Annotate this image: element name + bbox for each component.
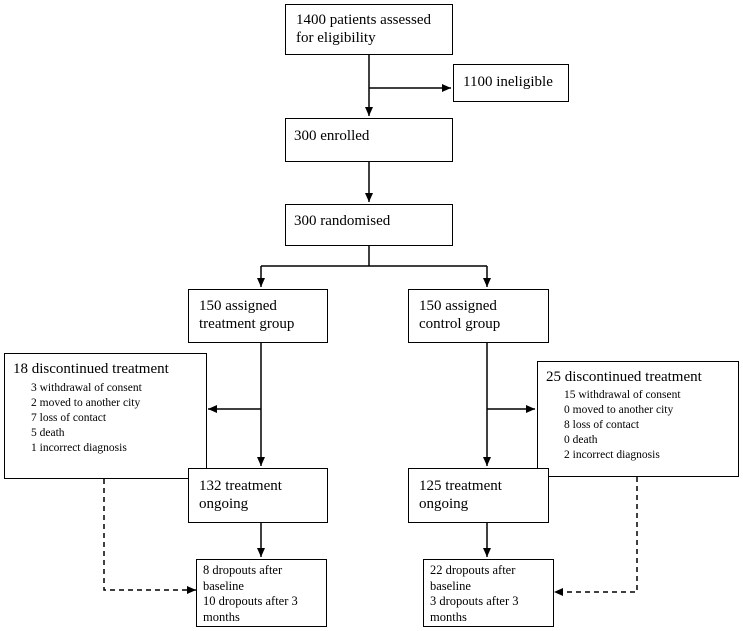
control-assigned-text: 150 assigned control group <box>419 298 501 332</box>
box-treatment-discontinued: 18 discontinued treatment 3 withdrawal o… <box>4 353 207 479</box>
control-ongoing-text: 125 treatment ongoing <box>419 478 502 512</box>
box-control-assigned: 150 assigned control group <box>408 289 549 343</box>
treatment-dropouts-text: 8 dropouts after baseline 10 dropouts af… <box>203 563 298 624</box>
box-enrolled: 300 enrolled <box>285 118 453 162</box>
treatment-disc-item: 7 loss of contact <box>31 412 107 424</box>
control-disc-item: 0 death <box>564 434 598 446</box>
box-treatment-dropouts: 8 dropouts after baseline 10 dropouts af… <box>196 559 327 627</box>
box-treatment-assigned: 150 assigned treatment group <box>188 289 328 343</box>
treatment-disc-item: 2 moved to another city <box>31 397 141 409</box>
dashed-treatment-disc-to-dropouts <box>103 479 196 594</box>
box-control-dropouts: 22 dropouts after baseline 3 dropouts af… <box>423 559 554 627</box>
box-treatment-ongoing: 132 treatment ongoing <box>188 468 328 523</box>
control-disc-item: 0 moved to another city <box>564 404 674 416</box>
control-disc-item: 15 withdrawal of consent <box>564 389 681 401</box>
dashed-control-disc-to-dropouts <box>554 477 638 596</box>
treatment-disc-item: 1 incorrect diagnosis <box>31 442 127 454</box>
box-control-discontinued: 25 discontinued treatment 15 withdrawal … <box>537 361 739 477</box>
control-dropouts-text: 22 dropouts after baseline 3 dropouts af… <box>430 563 519 624</box>
randomised-text: 300 randomised <box>294 213 391 229</box>
control-disc-item: 2 incorrect diagnosis <box>564 449 660 461</box>
box-control-ongoing: 125 treatment ongoing <box>408 468 549 523</box>
ineligible-text: 1100 ineligible <box>463 74 553 90</box>
assessed-text: 1400 patients assessed for eligibility <box>296 12 431 46</box>
box-assessed: 1400 patients assessed for eligibility <box>285 4 453 55</box>
enrolled-text: 300 enrolled <box>294 128 370 144</box>
treatment-assigned-text: 150 assigned treatment group <box>199 298 295 332</box>
treatment-disc-item: 5 death <box>31 427 65 439</box>
box-ineligible: 1100 ineligible <box>453 64 569 102</box>
treatment-disc-title: 18 discontinued treatment <box>13 361 169 377</box>
treatment-ongoing-text: 132 treatment ongoing <box>199 478 282 512</box>
box-randomised: 300 randomised <box>285 204 453 246</box>
treatment-disc-item: 3 withdrawal of consent <box>31 382 142 394</box>
control-disc-item: 8 loss of contact <box>564 419 640 431</box>
control-disc-title: 25 discontinued treatment <box>546 369 702 385</box>
